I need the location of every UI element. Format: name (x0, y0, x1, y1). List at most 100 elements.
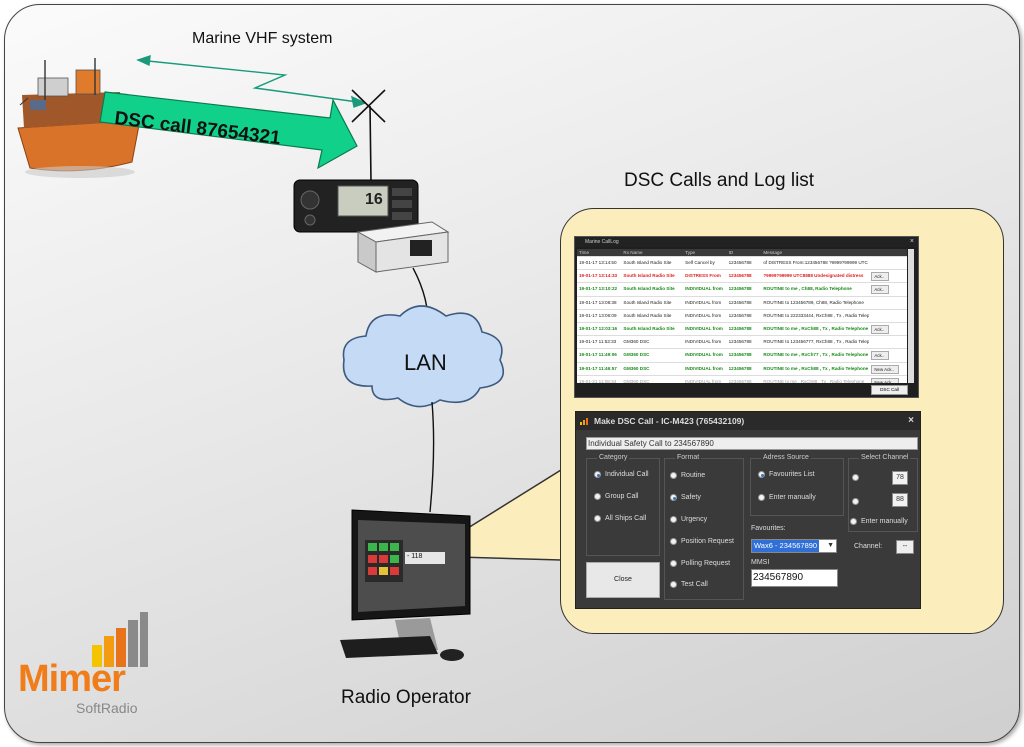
close-icon[interactable]: × (908, 415, 914, 426)
radio-icon[interactable] (670, 560, 677, 567)
table-cell: South Island Radio Site (623, 273, 675, 279)
select-channel-group: Select Channel (848, 454, 918, 532)
mmsi-label: MMSI (751, 559, 770, 566)
channel-button[interactable]: -- (896, 540, 914, 554)
radio-icon[interactable] (758, 494, 765, 501)
table-cell: INDIVIDUAL from (685, 352, 723, 358)
radio-icon[interactable] (594, 493, 601, 500)
column-header[interactable]: Rx Name (623, 250, 643, 255)
table-row[interactable]: 19-01-17 12:03:16 South Island Radio Site… (577, 323, 907, 337)
table-row[interactable]: 19-01-21 11:08:34 GM360 DSC INDIVIDUAL fro… (577, 376, 907, 383)
column-header (869, 249, 907, 256)
category-option[interactable]: All Ships Call (594, 515, 646, 522)
ack-cell (869, 310, 907, 322)
table-cell: South Island Radio Site (623, 260, 672, 265)
ack-cell: Ack.. (869, 283, 907, 295)
table-cell: 19-01-17 13:14:50 (579, 260, 617, 265)
mmsi-input[interactable]: 234567890 (751, 569, 838, 587)
subject-field[interactable]: Individual Safety Call to 234567890 (586, 437, 918, 450)
close-icon[interactable]: × (909, 238, 914, 245)
channel-label: Channel: (854, 543, 883, 550)
channel-88-box[interactable]: 88 (892, 493, 908, 507)
channel-option[interactable] (852, 498, 863, 505)
radio-icon[interactable] (594, 471, 601, 478)
radio-icon[interactable] (670, 516, 677, 523)
column-header[interactable]: Time (579, 250, 590, 255)
category-group: Category (586, 454, 660, 556)
table-cell: INDIVIDUAL from (685, 299, 722, 305)
column-header[interactable]: Type (685, 250, 696, 255)
column-header[interactable]: Message (763, 250, 782, 255)
channel-78-box[interactable]: 78 (892, 471, 908, 485)
table-cell: South Island Radio Site (623, 299, 672, 305)
format-option[interactable]: Routine (670, 472, 705, 479)
radio-icon[interactable] (594, 515, 601, 522)
table-cell: South Island Radio Site (623, 312, 672, 318)
radio-icon[interactable] (852, 498, 859, 505)
operator-label: Radio Operator (341, 687, 471, 708)
signal-icon (580, 418, 588, 425)
format-option[interactable]: Polling Request (670, 560, 730, 567)
call-log-table: Time Rx Name Type ID Message 19-01-17 13… (577, 249, 907, 383)
table-cell: 19-01-21 11:08:34 (579, 378, 617, 383)
channel-option[interactable]: Enter manually (850, 518, 908, 525)
format-option[interactable]: Safety (670, 494, 701, 501)
column-header[interactable]: ID (728, 250, 734, 255)
make-dsc-titlebar: Make DSC Call - IC-M423 (765432109) × (576, 412, 920, 430)
calls-log-label: DSC Calls and Log list (624, 170, 815, 191)
table-header: Time Rx Name Type ID Message (577, 249, 907, 257)
table-cell: Self Cancel by (685, 260, 715, 265)
table-cell: 19-01-17 12:03:16 (579, 325, 618, 331)
select-channel-label: Select Channel (859, 454, 911, 461)
format-option[interactable]: Position Request (670, 538, 734, 545)
category-option[interactable]: Group Call (594, 493, 638, 500)
logo-sub: SoftRadio (76, 700, 138, 716)
close-button[interactable]: Close (586, 562, 660, 598)
lan-label: LAN (404, 350, 447, 375)
ack-button[interactable]: Ack.. (871, 324, 890, 334)
table-cell: INDIVIDUAL from (685, 378, 722, 383)
ack-button[interactable]: Ack.. (871, 285, 890, 295)
table-cell: ROUTINE to 222333444, RxCh88 , Tx , Radi… (763, 312, 870, 318)
table-cell: ROUTINE to 123456789, Ch88, Radio Teleph… (763, 299, 864, 305)
radio-icon[interactable] (850, 518, 857, 525)
radio-icon[interactable] (670, 472, 677, 479)
radio-icon[interactable] (670, 494, 677, 501)
table-cell: GM360 DSC (623, 378, 650, 383)
ack-cell: New Ack.. (869, 376, 907, 383)
format-option[interactable]: Test Call (670, 581, 708, 588)
favourites-select[interactable]: Wax6 - 234567890 ▼ (751, 539, 837, 553)
channel-option[interactable] (852, 474, 863, 481)
chevron-down-icon[interactable]: ▼ (827, 542, 834, 549)
scrollbar[interactable] (908, 249, 914, 383)
table-cell: 123456788 (728, 260, 752, 265)
category-option[interactable]: Individual Call (594, 471, 649, 478)
dsc-call-button[interactable]: DSC Call (871, 385, 908, 395)
table-cell: 123456788 (728, 299, 752, 305)
ack-button[interactable]: Ack.. (871, 351, 890, 361)
radio-icon[interactable] (758, 471, 765, 478)
table-cell: 19-01-17 13:08:38 (579, 299, 617, 305)
address-option[interactable]: Enter manually (758, 494, 816, 501)
ack-cell (869, 297, 907, 309)
address-option[interactable]: Favourites List (758, 471, 815, 478)
table-row[interactable]: 19-01-17 13:08:38 South Island Radio Site… (577, 297, 907, 310)
ack-button[interactable]: Ack.. (871, 272, 890, 282)
table-cell: South Island Radio Site (623, 286, 675, 292)
table-row[interactable]: 19-01-17 13:14:50 South Island Radio Site… (577, 257, 907, 271)
radio-icon[interactable] (852, 474, 859, 481)
radio-icon[interactable] (670, 538, 677, 545)
table-cell: South Island Radio Site (623, 325, 675, 331)
ack-button[interactable]: New Ack.. (871, 364, 899, 374)
ship-icon (17, 58, 141, 178)
table-cell: 123456788 (728, 352, 752, 358)
format-option[interactable]: Urgency (670, 516, 707, 523)
ack-button[interactable]: New Ack.. (871, 377, 899, 383)
radio-icon[interactable] (670, 581, 677, 588)
